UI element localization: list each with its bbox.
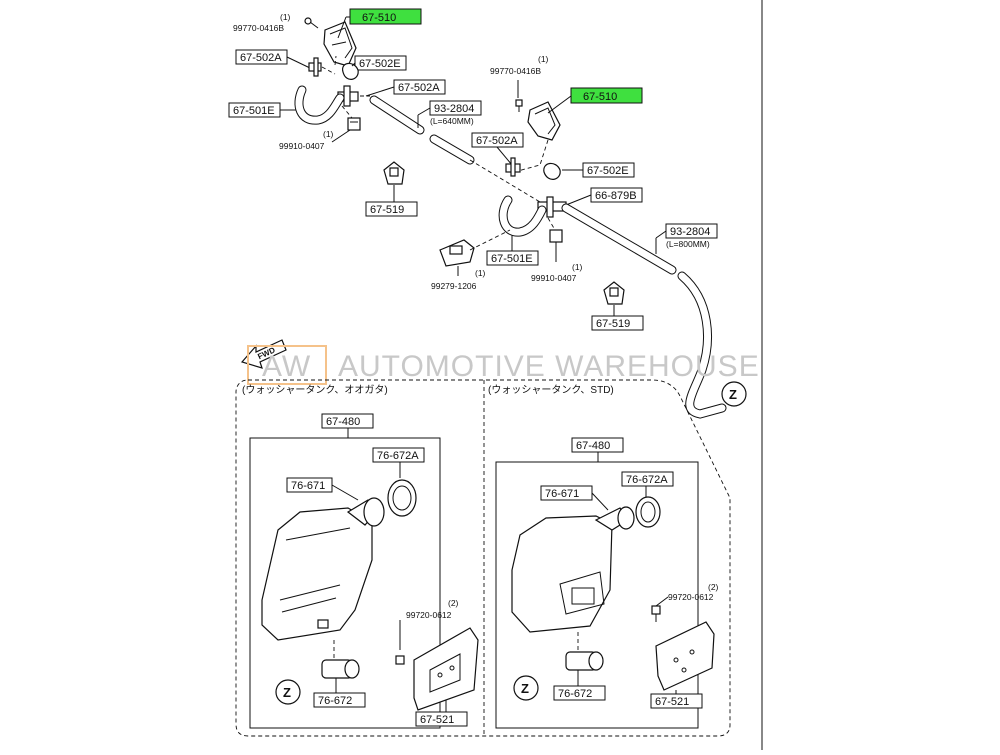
z-marker-left bbox=[275, 679, 301, 705]
qty-99720-left: (2) bbox=[448, 598, 459, 608]
box-67-519-right bbox=[591, 315, 644, 331]
box-67-519-left bbox=[365, 201, 418, 217]
watermark-logo: AW bbox=[262, 350, 311, 383]
label-67-502e-2: 67-502E bbox=[587, 165, 629, 177]
label-67-502a-2: 67-502A bbox=[398, 82, 440, 94]
box-76-672a-left bbox=[372, 447, 425, 463]
tee-connector-left bbox=[308, 57, 322, 77]
left-assembly-frame bbox=[249, 437, 441, 729]
label-76-672a-right: 76-672A bbox=[626, 474, 668, 486]
watermark: AW AUTOMOTIVE WAREHOUSE bbox=[247, 345, 760, 385]
clip-99910-left bbox=[347, 117, 361, 131]
len-93-2804-640: (L=640MM) bbox=[430, 116, 474, 126]
qty-99720-right: (2) bbox=[708, 582, 719, 592]
hose-67-501e-left bbox=[294, 85, 345, 125]
qty-99910-left: (1) bbox=[323, 129, 334, 139]
z-marker-top bbox=[721, 381, 747, 407]
right-group-title: (ウォッシャータンク、STD) bbox=[488, 384, 614, 396]
bracket-67-521-right bbox=[655, 621, 715, 691]
z-marker-right bbox=[513, 675, 539, 701]
tee-connector-right bbox=[505, 157, 521, 177]
washer-pump-right bbox=[565, 651, 604, 671]
label-67-502a-3: 67-502A bbox=[476, 135, 518, 147]
label-66-879b: 66-879B bbox=[595, 190, 637, 202]
z-marker-top-label: Z bbox=[729, 387, 737, 402]
hose-93-2804-640 bbox=[369, 95, 475, 165]
label-67-510-right: 67-510 bbox=[583, 91, 617, 103]
check-valve-right bbox=[543, 162, 561, 180]
washer-tank-large bbox=[261, 479, 417, 641]
label-67-501e-2: 67-501E bbox=[491, 253, 533, 265]
washer-pump-left bbox=[321, 659, 360, 679]
bracket-67-521-left bbox=[413, 627, 479, 711]
tank-group-outline bbox=[235, 379, 731, 737]
label-99770-right: 99770-0416B bbox=[490, 66, 541, 76]
label-76-672a-left: 76-672A bbox=[377, 450, 419, 462]
box-67-521-left bbox=[415, 711, 468, 727]
highlight-67-510-right[interactable] bbox=[570, 87, 643, 104]
len-93-2804-800: (L=800MM) bbox=[666, 239, 710, 249]
watermark-text: AUTOMOTIVE WAREHOUSE bbox=[338, 350, 760, 383]
screw-99720-left bbox=[395, 655, 405, 665]
left-group-title: (ウォッシャータンク、オオガタ) bbox=[242, 384, 388, 396]
label-93-2804-800: 93-2804 bbox=[670, 226, 710, 238]
clamp-67-519-right bbox=[603, 281, 625, 305]
bracket-99279 bbox=[439, 239, 475, 267]
box-76-672-left bbox=[313, 692, 366, 708]
label-67-480-left: 67-480 bbox=[326, 416, 360, 428]
label-76-671-left: 76-671 bbox=[291, 480, 325, 492]
label-67-501e-1: 67-501E bbox=[233, 105, 275, 117]
label-99720-right: 99720-0612 bbox=[668, 592, 714, 602]
screw-99720-right bbox=[651, 605, 661, 622]
label-67-521-right: 67-521 bbox=[655, 696, 689, 708]
qty-99910-right: (1) bbox=[572, 262, 583, 272]
check-valve-left bbox=[342, 62, 359, 80]
clip-99910-right bbox=[549, 229, 563, 243]
label-76-671-right: 76-671 bbox=[545, 488, 579, 500]
label-67-519-left: 67-519 bbox=[370, 204, 404, 216]
label-99720-left: 99720-0612 bbox=[406, 610, 452, 620]
clamp-67-519-left bbox=[383, 161, 405, 185]
label-99910-right: 99910-0407 bbox=[531, 273, 577, 283]
hose-93-2804-800 bbox=[561, 203, 727, 419]
label-99910-left: 99910-0407 bbox=[279, 141, 325, 151]
label-76-672-left: 76-672 bbox=[318, 695, 352, 707]
z-marker-left-label: Z bbox=[283, 685, 291, 700]
label-76-672-right: 76-672 bbox=[558, 688, 592, 700]
box-76-672a-right bbox=[621, 471, 674, 487]
qty-99770-left: (1) bbox=[280, 12, 291, 22]
qty-99770-right: (1) bbox=[538, 54, 549, 64]
qty-99279: (1) bbox=[475, 268, 486, 278]
label-67-502e-1: 67-502E bbox=[359, 58, 401, 70]
nozzle-right-part bbox=[527, 101, 561, 141]
label-93-2804-640: 93-2804 bbox=[434, 103, 474, 115]
hose-67-501e-right bbox=[498, 195, 547, 237]
z-marker-right-label: Z bbox=[521, 681, 529, 696]
right-assembly-frame bbox=[495, 461, 699, 729]
label-67-502a-1: 67-502A bbox=[240, 52, 282, 64]
label-67-510-left: 67-510 bbox=[362, 12, 396, 24]
nozzle-left-part bbox=[304, 17, 357, 67]
box-67-521-right bbox=[650, 693, 703, 709]
label-99279: 99279-1206 bbox=[431, 281, 477, 291]
label-67-480-right: 67-480 bbox=[576, 440, 610, 452]
box-76-672-right bbox=[553, 685, 606, 701]
label-67-519-right: 67-519 bbox=[596, 318, 630, 330]
label-67-521-left: 67-521 bbox=[420, 714, 454, 726]
label-99770-left: 99770-0416B bbox=[233, 23, 284, 33]
screw-99770-right bbox=[515, 99, 523, 112]
washer-tank-std bbox=[511, 496, 661, 633]
